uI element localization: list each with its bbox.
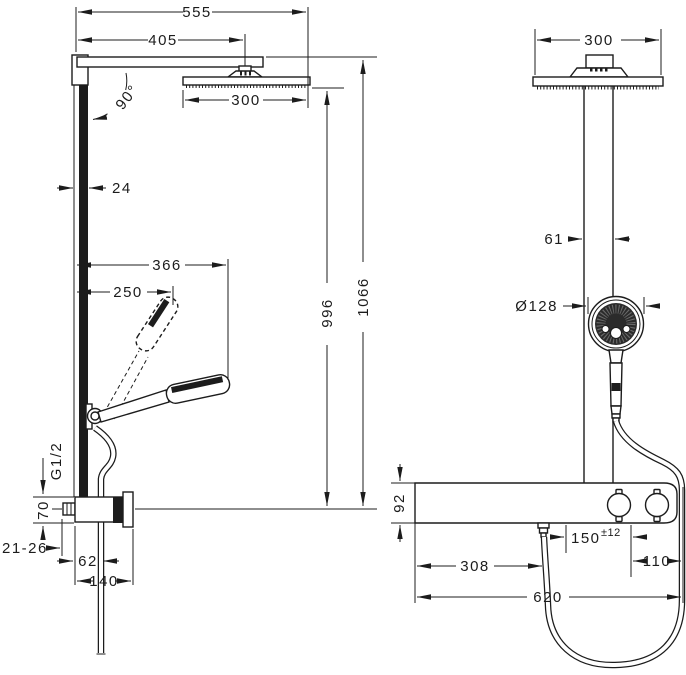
dim-label-150-tolerance: ±12: [601, 527, 621, 539]
dim-140: 140: [77, 529, 134, 590]
hand-shower-front: [587, 295, 645, 423]
dim-24: 24: [57, 180, 132, 197]
dim-label-70: 70: [35, 500, 52, 520]
dim-label-300-side: 300: [231, 92, 261, 109]
dim-128: Ø128: [515, 297, 660, 315]
dim-308: 308: [414, 523, 542, 603]
dim-g12: G1/2: [40, 442, 65, 494]
dim-label-128: Ø128: [515, 298, 558, 315]
thermostat-shelf: [414, 482, 678, 538]
dim-label-620: 620: [533, 589, 563, 606]
dim-label-300-front: 300: [584, 32, 614, 49]
dim-92: 92: [391, 464, 415, 542]
dim-label-21-26: 21-26: [2, 540, 48, 557]
dim-996: 996: [312, 87, 344, 506]
dim-label-110: 110: [643, 553, 671, 570]
dim-label-140: 140: [89, 573, 119, 590]
dim-1066: 1066: [266, 56, 377, 506]
dim-angle-90: 90°: [92, 72, 142, 120]
hand-shower-neck: [608, 349, 624, 364]
shower-arm: [76, 56, 264, 68]
dim-555: 555: [75, 4, 309, 108]
dim-label-366: 366: [152, 257, 182, 274]
dim-21-26: 21-26: [2, 519, 63, 557]
front-view: 300 61 Ø128 92: [391, 29, 686, 669]
dim-405: 405: [78, 32, 246, 66]
shower-pipe-front: [583, 86, 614, 483]
wall-connection-nipple: [62, 502, 76, 516]
shower-hose-side: [93, 425, 117, 655]
overhead-shower-front: [532, 54, 664, 90]
water-inlet: [537, 522, 550, 538]
dim-label-92: 92: [391, 493, 408, 513]
dim-label-62: 62: [78, 553, 98, 570]
dim-label-250: 250: [113, 284, 143, 301]
side-view: 555 405 300 90° 24: [2, 4, 377, 655]
dim-250: 250: [77, 284, 174, 305]
dim-label-24: 24: [112, 180, 132, 197]
dim-label-996: 996: [319, 298, 336, 328]
shower-pipe-side: [71, 54, 89, 497]
dim-300-side: 300: [182, 90, 306, 109]
dim-label-555: 555: [182, 4, 212, 21]
dim-61: 61: [544, 231, 630, 248]
shower-hose-front: [540, 419, 686, 669]
dim-300-front: 300: [534, 29, 662, 75]
spray-nozzles: [596, 304, 636, 344]
dim-366: 366: [77, 257, 229, 380]
dim-label-405: 405: [148, 32, 178, 49]
dim-70: 70: [33, 496, 74, 540]
overhead-shower-side: [182, 65, 311, 88]
dim-label-90deg: 90°: [112, 81, 142, 113]
hand-shower-side: [90, 374, 231, 423]
thread-label-g12: G1/2: [48, 442, 65, 481]
thermostat-valve: [52, 491, 377, 528]
dim-label-150: 150: [571, 530, 601, 547]
dim-110: 110: [633, 487, 684, 603]
volume-knob: [644, 488, 670, 523]
dim-label-308: 308: [460, 558, 490, 575]
dim-150: 150 ±12: [550, 525, 647, 577]
dim-label-61: 61: [544, 231, 564, 248]
dim-label-1066: 1066: [355, 277, 372, 316]
pivot-joint: [90, 411, 100, 421]
dim-62: 62: [57, 526, 119, 585]
temperature-knob: [606, 488, 632, 523]
dim-620: 620: [417, 589, 681, 606]
